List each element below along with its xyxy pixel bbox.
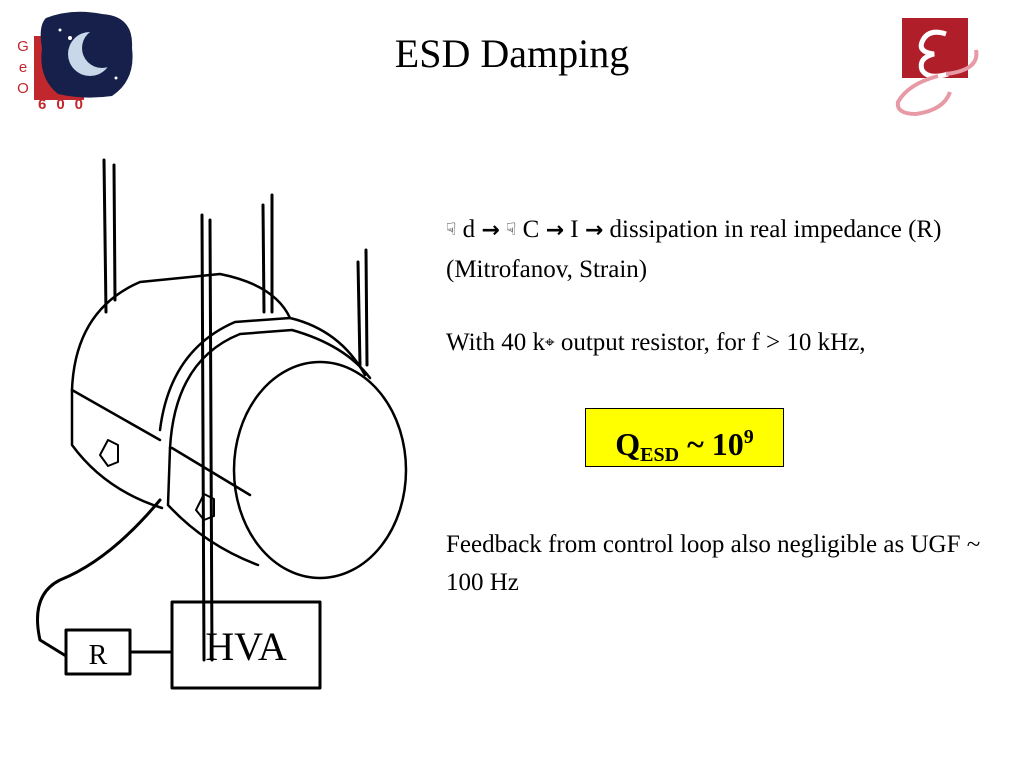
var-c: C <box>522 216 540 243</box>
slide-title: ESD Damping <box>394 31 630 76</box>
resistor-statement: With 40 k⌖ output resistor, for f > 10 k… <box>446 324 1006 364</box>
resistor-statement-start: With 40 k <box>446 329 545 356</box>
reaction-mass <box>70 272 292 510</box>
institute-logo <box>895 18 979 117</box>
resistor-statement-middle: output resistor, for f <box>560 329 760 356</box>
q-symbol: Q <box>615 426 641 462</box>
electrode-cable <box>36 498 162 658</box>
hand-pointer-icon: ☟ <box>506 220 517 240</box>
resistor-statement-end: 10 kHz, <box>786 329 866 356</box>
arrow-right-icon: → <box>584 218 604 243</box>
suspension-wires <box>102 158 369 662</box>
institute-logo-swash <box>895 49 979 117</box>
var-i: I <box>570 216 579 243</box>
q-esd-highlight: QESD ~ 109 <box>585 408 784 467</box>
hva-label: HVA <box>205 624 287 669</box>
q-value: ~ 10 <box>687 426 744 462</box>
hand-pointer-icon: ☟ <box>446 220 457 240</box>
hva-box <box>170 600 322 690</box>
geo600-logo <box>34 11 133 100</box>
geo-logo-letters: G e O <box>14 36 32 99</box>
electrode-clips <box>99 439 215 521</box>
geo-letter: O <box>17 80 29 97</box>
geo-letter: e <box>18 59 28 76</box>
q-exponent: 9 <box>743 426 754 448</box>
geo-logo-star <box>114 76 118 80</box>
geo-logo-star <box>68 36 72 40</box>
geo-logo-moon-shadow <box>82 28 122 68</box>
greater-than-symbol: > <box>766 329 781 356</box>
feedback-statement: Feedback from control loop also negligib… <box>446 531 981 596</box>
var-d: d <box>462 216 476 243</box>
geo-logo-star <box>58 28 62 32</box>
geo-logo-number: 600 <box>38 96 94 113</box>
institute-logo-glyph <box>918 29 949 79</box>
test-mass <box>158 316 408 580</box>
arrow-right-icon: → <box>481 218 500 243</box>
q-subscript: ESD <box>640 444 680 466</box>
institute-logo-square <box>902 18 968 78</box>
esd-diagram: R HVA <box>36 158 408 690</box>
resistor-label: R <box>89 640 108 671</box>
dissipation-bullet: ☟ d → ☟ C → I → dissipation in real impe… <box>446 211 1006 289</box>
geo-letter: G <box>17 38 29 55</box>
omega-symbol: ⌖ <box>545 333 555 353</box>
dissipation-text: dissipation in real impedance (R) (Mitro… <box>446 216 942 283</box>
arrow-right-icon: → <box>545 218 565 243</box>
